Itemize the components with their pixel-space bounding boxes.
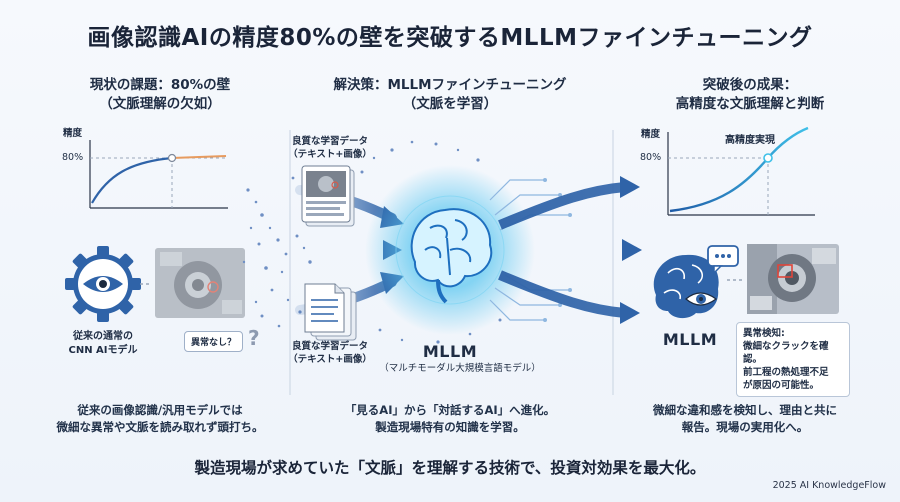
right-accuracy-chart (667, 126, 815, 216)
training-data-document-icon (304, 283, 357, 341)
anomaly-question-bubble: 異常なし？ (184, 331, 244, 352)
right-description: 微細な違和感を検知し、理由と共に 報告。現場の実用化へ。 (625, 402, 865, 436)
training-data-top-line1: 良質な学習データ (291, 136, 368, 147)
left-description-line2: 微細な異常や文脈を読み取れず頭打ち。 (56, 420, 264, 434)
chat-bubble-icon (707, 245, 739, 275)
page-title: 画像認識AIの精度80%の壁を突破するMLLMファインチューニング (87, 25, 813, 51)
arrow-head-out-1 (620, 176, 640, 198)
mllm-center-sublabel: （マルチモーダル大規模言語モデル） (379, 363, 541, 374)
right-description-line1: 微細な違和感を検知し、理由と共に (653, 403, 837, 417)
right-heading-line2: 高精度な文脈理解と判断 (675, 96, 825, 112)
training-data-top-line2: （テキスト+画像） (288, 149, 372, 160)
arrow-head-out-2 (622, 239, 642, 261)
inspected-part-photo (747, 244, 839, 314)
right-chart-ylabel: 精度 (641, 129, 661, 140)
callout-line4: が原因の可能性。 (743, 380, 820, 391)
right-chart-tick-80: 80% (640, 152, 662, 163)
training-data-bottom-line2: （テキスト+画像） (288, 354, 372, 365)
left-accuracy-chart (89, 140, 228, 209)
training-data-bottom-line1: 良質な学習データ (291, 341, 368, 352)
question-mark: ? (248, 326, 260, 350)
center-heading-line1: 解決策：MLLMファインチューニング (333, 77, 567, 93)
footer-message: 製造現場が求めていた「文脈」を理解する技術で、投資対効果を最大化。 (194, 459, 706, 477)
left-heading-line1: 現状の課題：80%の壁 (89, 77, 231, 93)
training-data-label-bottom: 良質な学習データ （テキスト+画像） (270, 340, 390, 366)
callout-line3: 前工程の熱処理不足 (743, 367, 829, 378)
cnn-model-label-line1: 従来の通常の (73, 331, 133, 342)
callout-line1: 異常検知: (743, 328, 785, 339)
left-description-line1: 従来の画像認識/汎用モデルでは (77, 403, 243, 417)
center-description-line1: 「見るAI」から「対話するAI」へ進化。 (344, 403, 556, 417)
right-heading-line1: 突破後の成果： (702, 77, 798, 93)
training-data-label-top: 良質な学習データ （テキスト+画像） (270, 135, 390, 161)
cnn-model-label-line2: CNN AIモデル (68, 345, 138, 356)
center-description-line2: 製造現場特有の知識を学習。 (375, 420, 525, 434)
right-chart-annotation: 高精度実現 (725, 135, 775, 146)
center-heading: 解決策：MLLMファインチューニング （文脈を学習） (320, 76, 580, 114)
right-heading: 突破後の成果： 高精度な文脈理解と判断 (640, 76, 860, 114)
center-description: 「見るAI」から「対話するAI」へ進化。 製造現場特有の知識を学習。 (330, 402, 570, 436)
mllm-right-label: MLLM (662, 330, 718, 349)
brain-eye-icon (653, 254, 719, 319)
right-description-line2: 報告。現場の実用化へ。 (681, 420, 809, 434)
anomaly-detection-callout: 異常検知: 微細なクラックを確認。 前工程の熱処理不足 が原因の可能性。 (736, 322, 850, 397)
cnn-model-label: 従来の通常の CNN AIモデル (48, 330, 158, 358)
center-heading-line2: （文脈を学習） (402, 96, 498, 112)
left-chart-tick-80: 80% (62, 152, 84, 163)
training-data-photo-icon (301, 165, 355, 227)
blurred-part-photo (155, 248, 245, 318)
left-chart-ylabel: 精度 (63, 128, 83, 139)
left-heading-line2: （文脈理解の欠如） (99, 96, 221, 112)
left-description: 従来の画像認識/汎用モデルでは 微細な異常や文脈を読み取れず頭打ち。 (40, 402, 280, 436)
arrow-head-out-3 (620, 302, 640, 324)
brain-icon (410, 208, 493, 304)
eye-gear-icon (65, 246, 141, 322)
footer-credit: 2025 AI KnowledgeFlow (772, 480, 886, 491)
mllm-center-label: MLLM (422, 342, 478, 361)
left-heading: 現状の課題：80%の壁 （文脈理解の欠如） (60, 76, 260, 114)
callout-line2: 微細なクラックを確認。 (743, 341, 829, 365)
